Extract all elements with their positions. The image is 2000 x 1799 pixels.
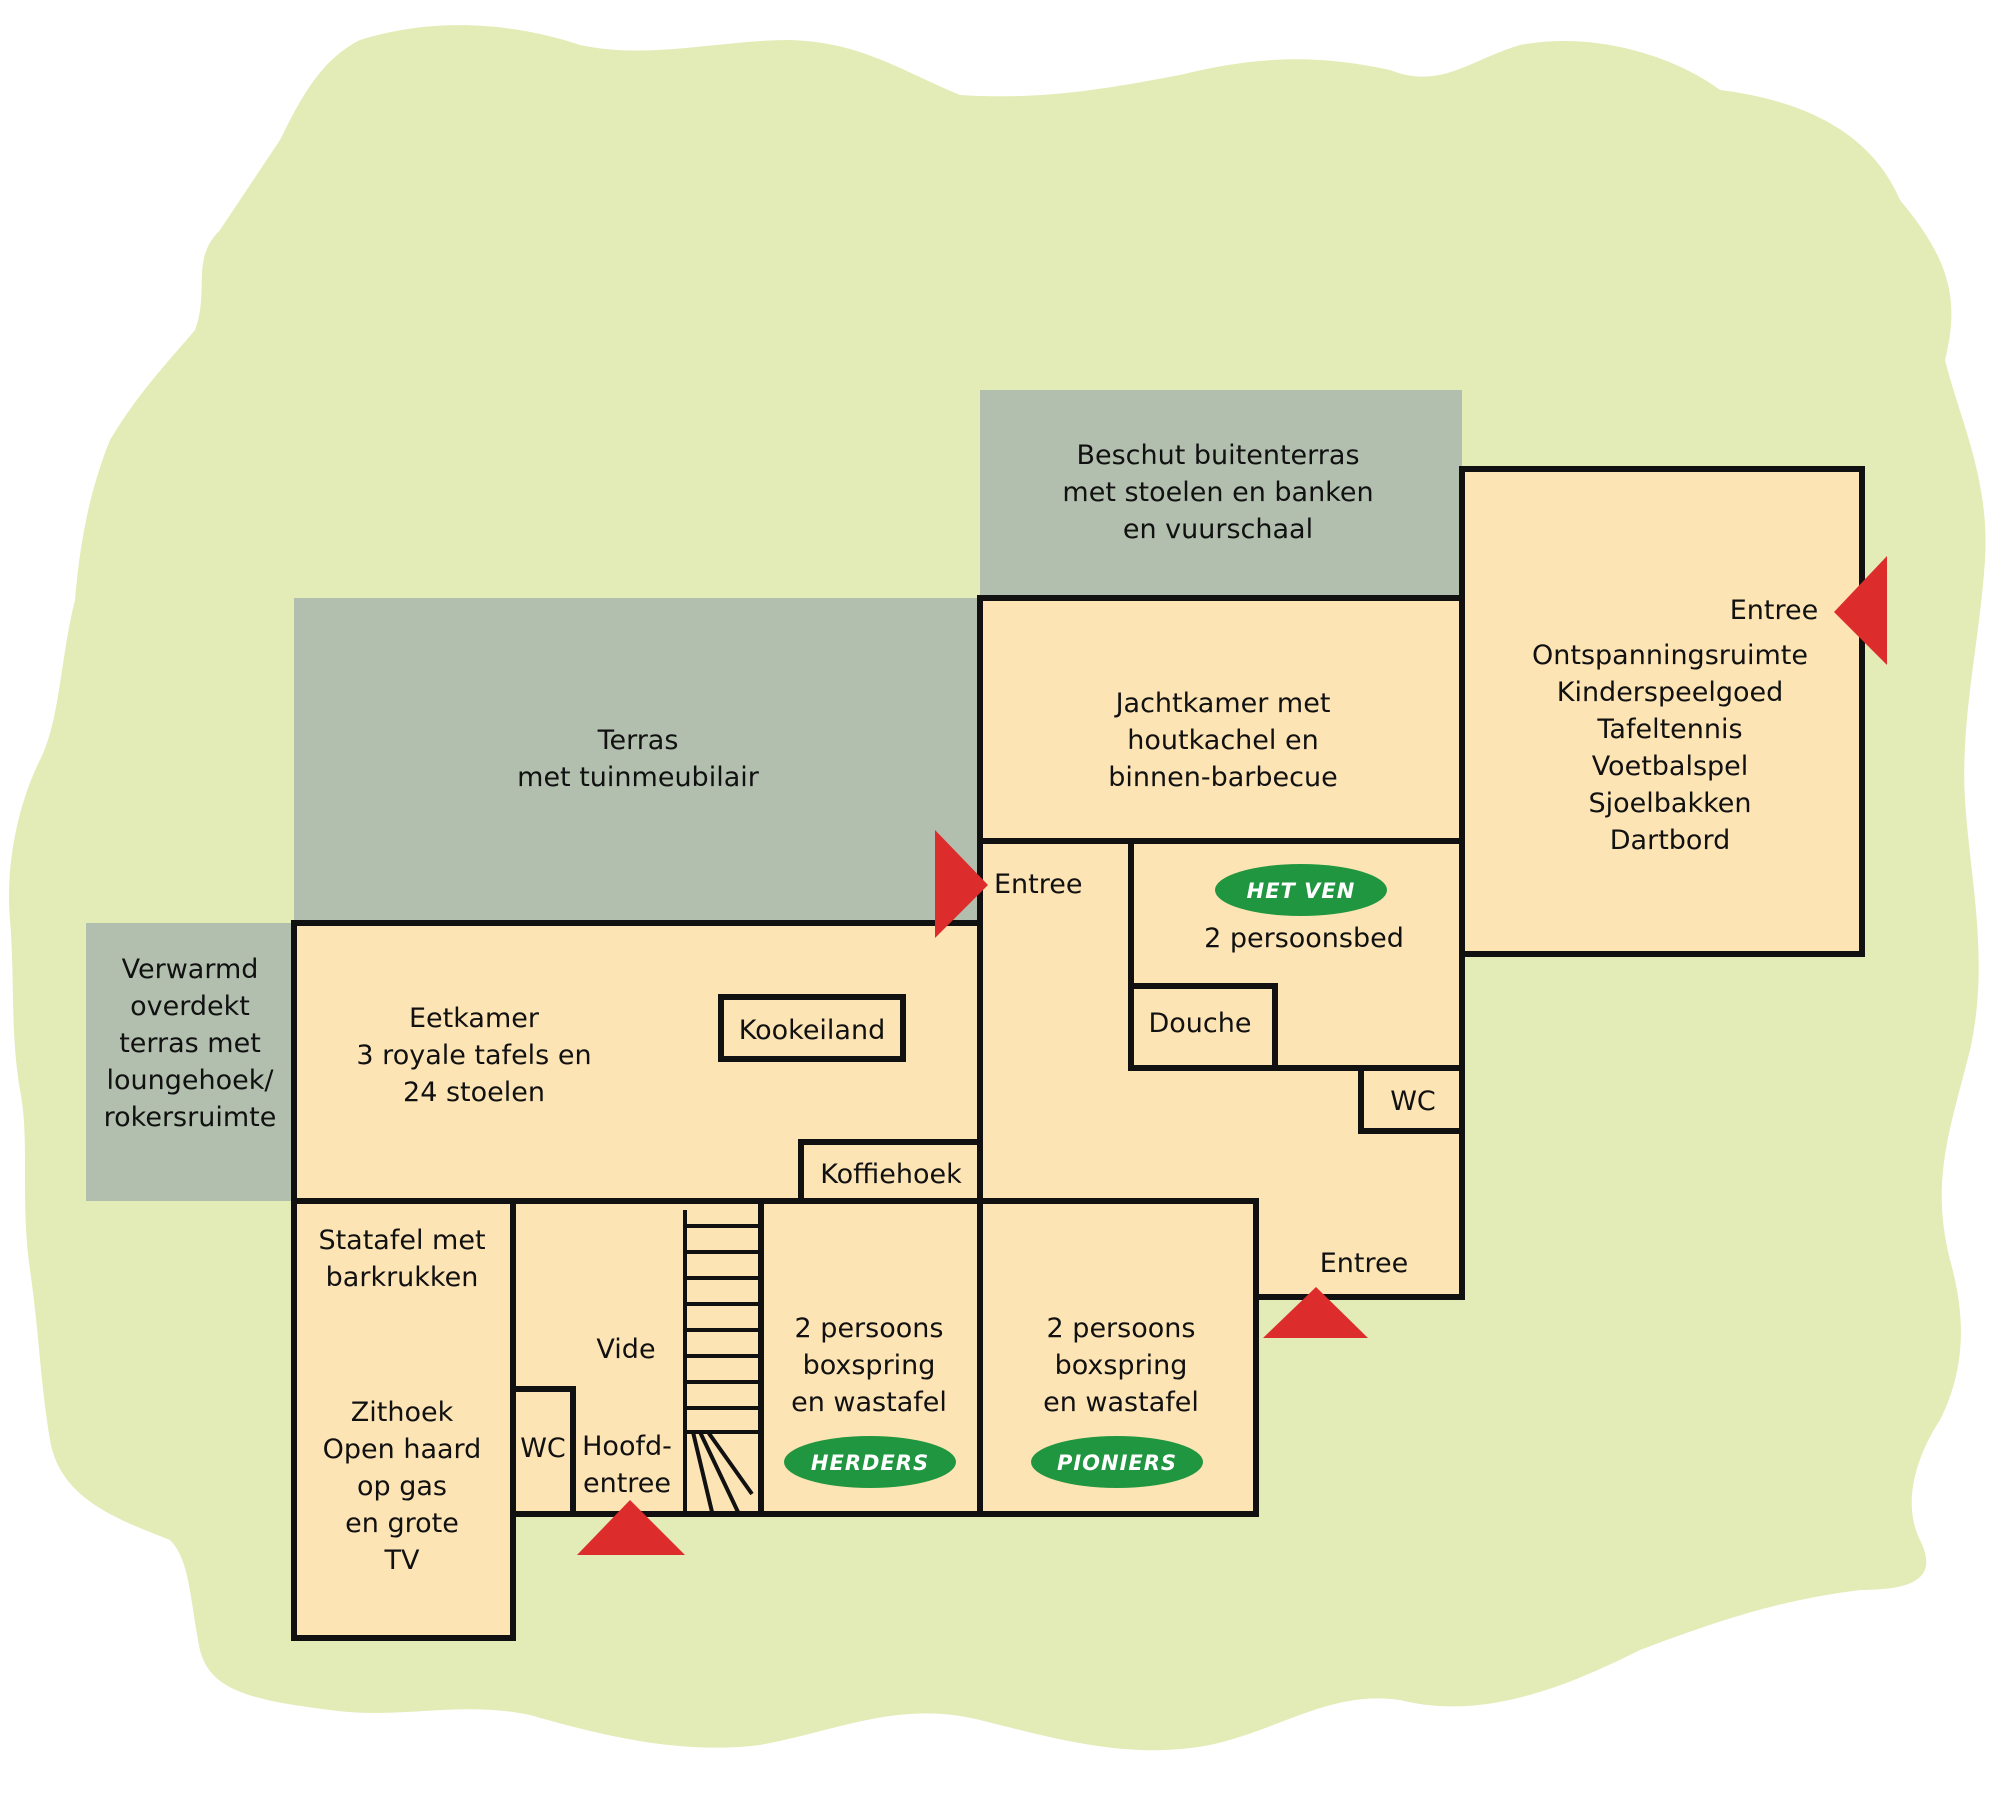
label-line: Kinderspeelgoed xyxy=(1557,677,1784,708)
room-herders-label: 2 persoons boxspring en wastafel xyxy=(791,1313,947,1418)
svg-text:HERDERS: HERDERS xyxy=(811,1451,929,1475)
wc-back-label: WC xyxy=(1390,1086,1436,1117)
label-line: TV xyxy=(384,1545,420,1576)
label-line: barkrukken xyxy=(326,1262,479,1293)
entrance-left-label: Entree xyxy=(994,869,1083,900)
label-line: Open haard xyxy=(323,1434,482,1465)
label-line: loungehoek/ xyxy=(107,1065,275,1096)
label-line: Voetbalspel xyxy=(1592,751,1749,782)
label-line: en vuurschaal xyxy=(1123,514,1313,545)
label-line: 24 stoelen xyxy=(403,1077,545,1108)
entrance-bottom-label: Entree xyxy=(1320,1248,1409,1279)
entrance-arrow-left xyxy=(935,830,988,938)
dining-room-label: Eetkamer 3 royale tafels en 24 stoelen xyxy=(356,1003,591,1108)
label-line: terras met xyxy=(119,1028,261,1059)
void-label: Vide xyxy=(596,1334,655,1365)
terrace xyxy=(294,598,980,923)
entrance-arrow-bottom xyxy=(1263,1287,1368,1338)
label-line: en grote xyxy=(345,1508,459,1539)
label-line: Tafeltennis xyxy=(1596,714,1742,745)
label-line: Terras xyxy=(597,725,679,756)
label-line: boxspring xyxy=(803,1350,936,1381)
label-line: en wastafel xyxy=(1043,1387,1199,1418)
label-line: Dartbord xyxy=(1610,825,1730,856)
label-line: binnen-barbecue xyxy=(1108,762,1337,793)
sheltered-terrace xyxy=(980,390,1462,598)
label-line: en wastafel xyxy=(791,1387,947,1418)
label-line: met tuinmeubilair xyxy=(517,762,760,793)
terrace-label: Terras met tuinmeubilair xyxy=(517,725,760,793)
main-entrance-label: Hoofd-entree xyxy=(582,1431,672,1499)
shower-label: Douche xyxy=(1149,1008,1252,1039)
label-line: Statafel met xyxy=(318,1225,485,1256)
label-line: Verwarmd xyxy=(122,954,259,985)
covered-terrace-label: Verwarmd overdekt terras met loungehoek/rok… xyxy=(104,954,277,1133)
svg-text:HET VEN: HET VEN xyxy=(1247,879,1356,903)
label-line: met stoelen en banken xyxy=(1062,477,1373,508)
badge-herders: HERDERS xyxy=(784,1436,956,1488)
het-ven-room-label: 2 persoonsbed xyxy=(1204,923,1404,954)
label-line: houtkachel en xyxy=(1127,725,1318,756)
entrance-arrow-right xyxy=(1834,556,1887,665)
entrance-right-label: Entree xyxy=(1730,595,1819,626)
label-line: Zithoek xyxy=(351,1397,454,1428)
svg-text:PIONIERS: PIONIERS xyxy=(1057,1451,1177,1475)
hunting-room-label: Jachtkamer met houtkachel en binnen-barbec… xyxy=(1108,688,1337,793)
label-line: Hoofd- xyxy=(582,1431,672,1462)
label-line: overdekt xyxy=(130,991,250,1022)
room-pioniers-label: 2 persoons boxspring en wastafel xyxy=(1043,1313,1199,1418)
label-line: op gas xyxy=(357,1471,447,1502)
label-line: Ontspanningsruimte xyxy=(1532,640,1808,671)
wc-front-label: WC xyxy=(520,1433,566,1464)
label-line: Beschut buitenterras xyxy=(1076,440,1359,471)
kitchen-island-label: Kookeiland xyxy=(739,1015,885,1046)
badge-het-ven: HET VEN xyxy=(1215,864,1387,916)
label-line: rokersruimte xyxy=(104,1102,277,1133)
label-line: Eetkamer xyxy=(409,1003,540,1034)
walls xyxy=(291,466,1865,1641)
label-line: boxspring xyxy=(1055,1350,1188,1381)
staircase xyxy=(683,1210,761,1513)
label-line: Jachtkamer met xyxy=(1114,688,1331,719)
sheltered-terrace-label: Beschut buitenterras met stoelen en banke… xyxy=(1062,440,1373,545)
label-line: Sjoelbakken xyxy=(1589,788,1752,819)
main-entrance-arrow xyxy=(577,1500,685,1555)
badge-pioniers: PIONIERS xyxy=(1031,1436,1203,1488)
standing-table-label: Statafel met barkrukken xyxy=(318,1225,485,1293)
label-line: 2 persoons xyxy=(795,1313,944,1344)
coffee-corner-label: Koffiehoek xyxy=(820,1159,962,1190)
label-line: entree xyxy=(583,1468,671,1499)
entrance-markers xyxy=(577,556,1887,1555)
label-line: 2 persoons xyxy=(1047,1313,1196,1344)
label-line: 3 royale tafels en xyxy=(356,1040,591,1071)
covered-terrace xyxy=(86,923,294,1201)
